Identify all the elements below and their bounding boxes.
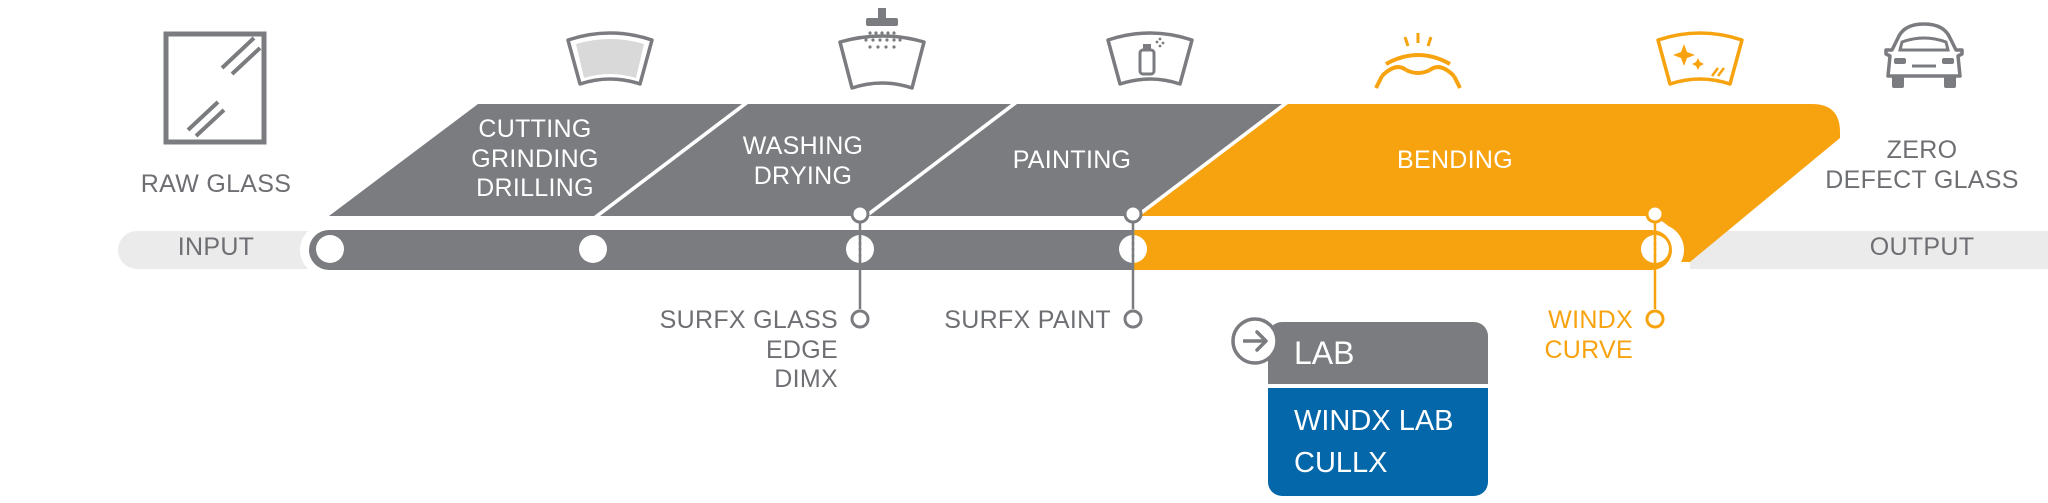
belt-node-cutting <box>316 235 344 263</box>
heated-windshield-icon <box>1374 33 1462 89</box>
belt-node-washing <box>579 235 607 263</box>
stage-label-bending: BENDING <box>1396 146 1514 174</box>
lab-items: WINDX LAB CULLX <box>1268 388 1488 496</box>
product-label-surfx-paint: SURFX PAINT <box>944 306 1111 334</box>
arrow-right-circle-icon[interactable] <box>1230 316 1280 366</box>
stage-label-zero-defect: ZERO DEFECT GLASS <box>1825 136 2019 194</box>
shower-windshield-icon <box>838 8 926 90</box>
input-label: INPUT <box>177 233 255 261</box>
connector-windx-curve <box>1641 204 1669 329</box>
stage-label-cutting: CUTTING GRINDING DRILLING <box>471 115 599 202</box>
stage-bending-shape <box>1140 104 1840 262</box>
output-label: OUTPUT <box>1869 233 1975 261</box>
lab-panel: LAB WINDX LAB CULLX <box>1268 322 1488 496</box>
output-track <box>1690 231 2048 269</box>
connector-surfx-glass <box>846 204 874 329</box>
stage-label-painting: PAINTING <box>1012 146 1132 174</box>
product-label-windx-curve: WINDX CURVE <box>1544 306 1633 364</box>
belt-orange <box>1132 230 1672 270</box>
stage-cutting-shape <box>329 104 742 216</box>
glass-pane-icon <box>163 31 267 145</box>
lab-item: CULLX <box>1294 447 1388 480</box>
windshield-icon <box>566 31 654 86</box>
stage-washing-shape <box>600 104 1011 216</box>
car-front-icon <box>1884 22 1964 88</box>
stage-painting-shape <box>869 104 1282 216</box>
product-label-surfx-glass: SURFX GLASS EDGE DIMX <box>659 306 838 393</box>
spray-windshield-icon <box>1106 31 1194 86</box>
lab-item: WINDX LAB <box>1294 405 1454 437</box>
stage-label-washing: WASHING DRYING <box>742 132 864 190</box>
lab-title: LAB <box>1268 322 1488 384</box>
input-track <box>118 231 340 269</box>
sparkle-windshield-icon <box>1656 31 1744 86</box>
belt-gray <box>309 230 1132 270</box>
stage-label-raw-glass: RAW GLASS <box>140 170 292 198</box>
connector-surfx-paint <box>1119 204 1147 329</box>
